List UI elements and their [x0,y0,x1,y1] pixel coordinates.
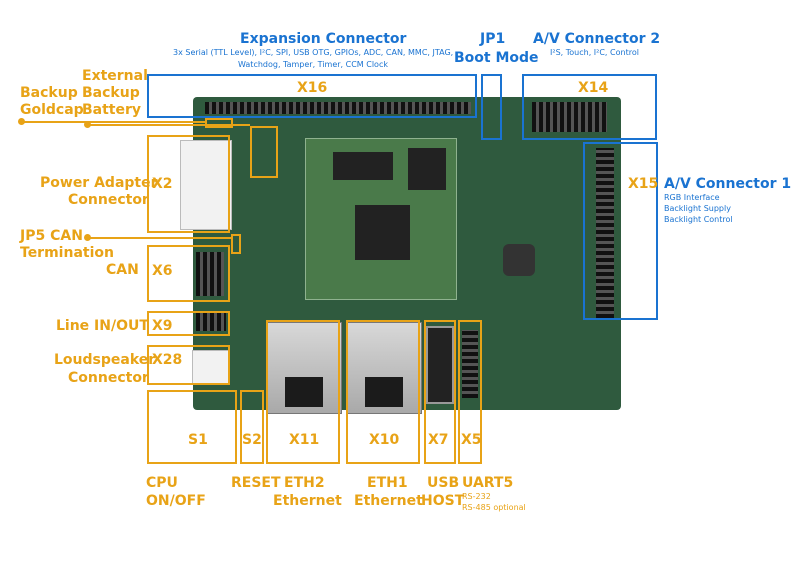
jp1-title: JP1 [480,31,506,47]
uart-l2: RS-232 [462,492,491,501]
av2-sub: I²S, Touch, I²C, Control [550,48,639,57]
power-adapter-l1: Power Adapter [40,175,158,191]
x15-id: X15 [628,176,659,192]
x14-box [522,74,657,140]
x11-id: X11 [289,432,320,448]
ext-battery-box [250,126,278,178]
x5-box [458,320,482,464]
x9-box [147,311,230,336]
x28-box [147,345,230,385]
uart-l1: UART5 [462,475,514,491]
x7-box [424,320,456,464]
eth2-jack [266,322,342,414]
x6-box [147,245,230,302]
x28-speaker-connector [192,350,230,384]
flash-chip [408,148,446,190]
jp5-l1: JP5 CAN [20,228,83,244]
expansion-sub-1: 3x Serial (TTL Level), I²C, SPI, USB OTG… [173,48,454,57]
goldcap-l2: Goldcap [20,102,84,118]
eth2-l1: ETH2 [284,475,325,491]
eth2-l2: Ethernet [273,493,342,509]
x5-id: X5 [461,432,482,448]
ram-chip [333,152,393,180]
x15-box [583,142,658,320]
jp5-leader-dot [84,234,91,241]
x28-id: X28 [152,352,183,368]
x6-id: X6 [152,263,173,279]
av1-sub-2: Backlight Supply [664,204,731,213]
eth1-jack [346,322,422,414]
x6-header [196,252,224,296]
loudspeaker-l2: Connector [68,370,149,386]
ext-backup-l1: External [82,68,148,84]
av2-title: A/V Connector 2 [533,31,661,47]
x9-id: X9 [152,318,173,334]
x11-box [266,320,340,464]
goldcap-leader [20,121,206,123]
inductor [503,244,535,276]
s1-id: S1 [188,432,208,448]
x10-id: X10 [369,432,400,448]
battery-leader [87,124,250,126]
x5-header [462,330,478,398]
can-label: CAN [106,262,139,278]
jp5-l2: Termination [20,245,114,261]
power-adapter-l2: Connector [68,192,149,208]
uart-l3: RS-485 optional [462,503,526,512]
x2-box [147,135,230,233]
x9-header [196,313,226,331]
usb-l2: HOST [421,493,465,509]
x16-id: X16 [297,80,328,96]
av1-sub-3: Backlight Control [664,215,733,224]
eth1-l1: ETH1 [367,475,408,491]
x16-header [205,102,471,114]
s1-box [147,390,237,464]
expansion-sub-2: Watchdog, Tamper, Timer, CCM Clock [238,60,388,69]
ext-backup-l3: Battery [82,102,142,118]
x10-box [346,320,420,464]
jp5-leader [87,237,231,239]
loudspeaker-l1: Loudspeaker [54,352,156,368]
cpu-chip [355,205,410,260]
s2-id: S2 [242,432,262,448]
x7-usb-port [426,326,454,404]
expansion-title: Expansion Connector [240,31,407,47]
x14-header [532,102,607,132]
jp1-sub: Boot Mode [454,50,539,66]
x14-id: X14 [578,80,609,96]
x15-header [596,148,614,318]
line-inout-label: Line IN/OUT [56,318,149,334]
usb-l1: USB [427,475,460,491]
goldcap-leader-dot [18,118,25,125]
x2-id: X2 [152,176,173,192]
x7-id: X7 [428,432,449,448]
ext-backup-l2: Backup [82,85,140,101]
av1-sub-1: RGB Interface [664,193,720,202]
s2-box [240,390,264,464]
goldcap-l1: Backup [20,85,78,101]
goldcap-box [205,118,233,128]
battery-leader-dot [84,121,91,128]
av1-title: A/V Connector 1 [664,176,792,192]
eth1-l2: Ethernet [354,493,423,509]
reset-label: RESET [231,475,281,491]
cpu-l2: ON/OFF [146,493,206,509]
cpu-l1: CPU [146,475,178,491]
jp5-box [231,234,241,254]
x2-power-connector [180,140,232,230]
x16-box [147,74,477,118]
jp1-box [481,74,502,140]
